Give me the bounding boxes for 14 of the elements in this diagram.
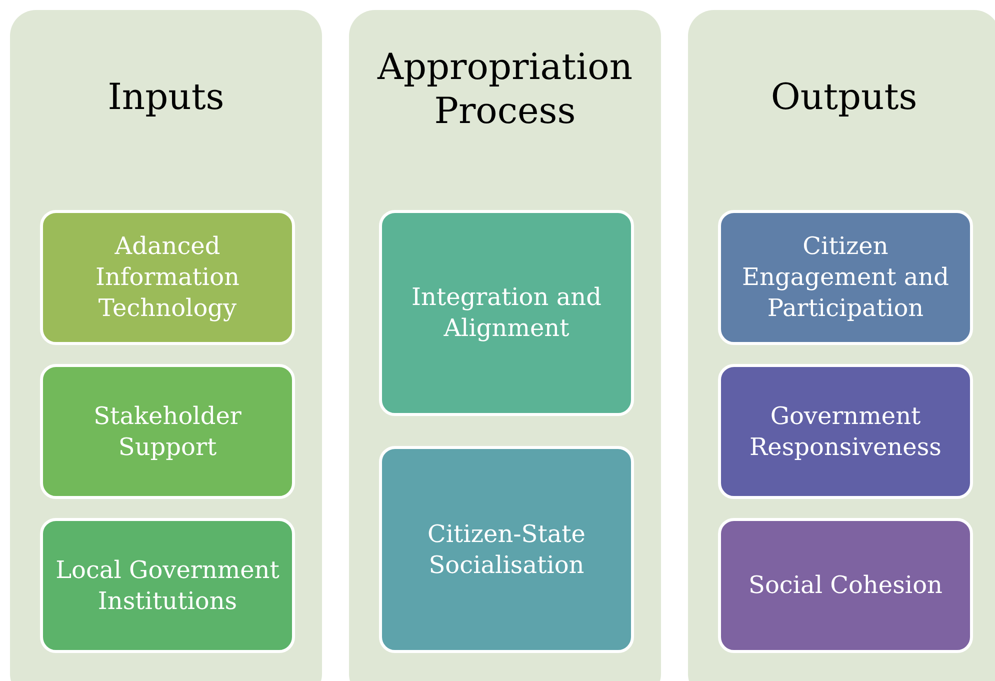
column-heading: Appropriation Process <box>376 46 634 134</box>
column-heading: Outputs <box>770 76 918 120</box>
factor-card: Social Cohesion <box>718 518 973 653</box>
factor-card: Integration and Alignment <box>379 210 634 416</box>
factor-card: Citizen Engagement and Participation <box>718 210 973 345</box>
factor-card: Stakeholder Support <box>40 364 295 499</box>
factor-card: Local Government Institutions <box>40 518 295 653</box>
factor-card: Citizen-State Socialisation <box>379 446 634 653</box>
column-panel <box>688 10 995 681</box>
factor-card: Government Responsiveness <box>718 364 973 499</box>
column-heading: Inputs <box>106 76 226 120</box>
factor-card: Adanced Information Technology <box>40 210 295 345</box>
column-panel <box>349 10 661 681</box>
column-panel <box>10 10 322 681</box>
